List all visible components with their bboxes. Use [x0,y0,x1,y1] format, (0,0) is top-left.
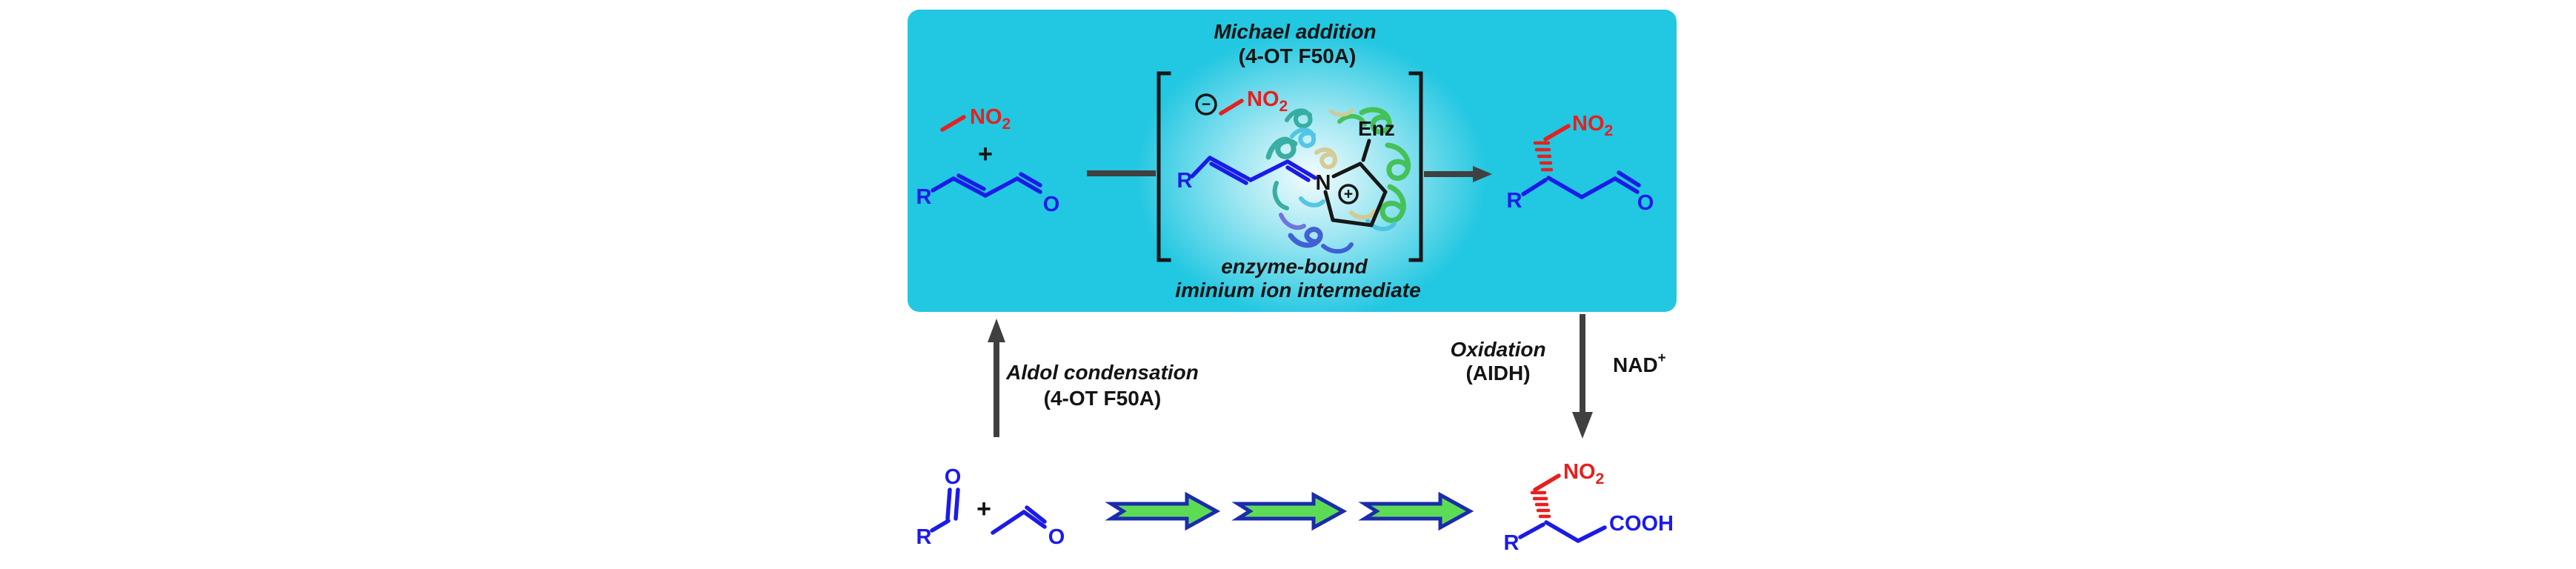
no2-label: NO2 [970,105,1011,133]
n-label: N [1316,171,1331,195]
reactant-nitromethane: NO2 [940,105,1011,133]
hashed-wedge-bond [1533,141,1554,172]
r-label: R [1507,189,1522,213]
oxidation-step-title: Oxidation [1450,338,1545,361]
no2-label: NO2 [1247,87,1288,115]
reaction-arrow-right [1424,166,1492,182]
r-label: R [916,525,932,549]
r-label: R [1504,531,1520,555]
no2-label: NO2 [1563,460,1604,488]
hashed-wedge-bond [1530,490,1551,519]
panel-caption-line1: enzyme-bound [1221,255,1368,278]
iminium-ring: N Enz + [1316,117,1395,227]
o-label: O [945,465,962,489]
aldol-step-arrow [988,319,1005,437]
substrate-acetaldehyde: O [991,505,1065,549]
cooh-label: COOH [1609,512,1674,536]
oxidation-step-subtitle: (AIDH) [1465,362,1530,385]
panel-subtitle: (4-OT F50A) [1239,44,1357,67]
plus-sign: + [978,140,993,168]
plus-charge-label: + [1344,186,1353,203]
cascade-arrow-2 [1231,491,1348,531]
left-bracket [1156,71,1171,262]
o-label: O [1637,191,1654,215]
r-label: R [916,185,932,209]
reactant-enal: R O [916,172,1060,216]
right-bracket [1408,71,1423,262]
o-label: O [1043,193,1060,216]
cascade-arrow-1 [1105,491,1221,531]
minus-charge-label: − [1202,96,1211,113]
panel-title: Michael addition [1214,20,1376,43]
product-nitroaldehyde: R O NO2 [1507,112,1654,215]
enz-label: Enz [1358,117,1395,140]
minus-charge-icon [1195,93,1217,116]
nad-cofactor-label: NAD+ [1613,350,1666,376]
aldol-step-title: Aldol condensation [1005,361,1199,384]
cascade-step-arrows [1105,491,1474,531]
protein-cartoon-graphic [1265,107,1411,254]
cascade-arrow-3 [1358,491,1474,531]
aldol-step-subtitle: (4-OT F50A) [1044,387,1162,410]
no2-label: NO2 [1572,112,1613,139]
o-label: O [1048,525,1065,549]
iminium-diene-chain: R [1177,156,1317,193]
oxidation-step-arrow [1572,314,1593,439]
r-label: R [1177,169,1193,193]
panel-caption-line2: iminium ion intermediate [1175,279,1420,302]
nitronate-anion: − NO2 [1195,87,1288,116]
plus-sign: + [976,495,991,523]
plus-charge-icon [1338,184,1359,204]
substrate-aldehyde: R O [916,465,962,549]
final-product-nitroacid: R COOH NO2 [1504,460,1674,555]
